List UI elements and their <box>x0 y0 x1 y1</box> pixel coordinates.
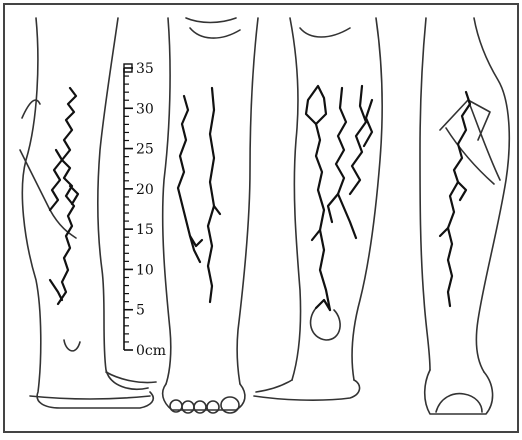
scale-bar: 35 30 25 20 15 10 5 0cm <box>124 61 166 359</box>
scale-tick-label: 0cm <box>136 343 166 359</box>
figure-border <box>4 4 518 432</box>
leg-posterior <box>254 18 382 400</box>
scale-tick-label: 15 <box>136 222 154 238</box>
scale-tick-label: 10 <box>136 262 154 278</box>
scale-tick-label: 35 <box>136 61 154 77</box>
leg-lateral-right <box>420 18 509 414</box>
scale-tick-label: 30 <box>136 101 154 117</box>
veins-lateral-left <box>50 88 78 304</box>
scale-ticks <box>124 68 133 350</box>
scale-tick-label: 20 <box>136 182 154 198</box>
scale-tick-label: 5 <box>136 303 145 319</box>
scale-tick-label: 25 <box>136 142 154 158</box>
veins-anterior <box>178 88 220 302</box>
scale-labels: 35 30 25 20 15 10 5 0cm <box>136 61 166 359</box>
veins-posterior <box>306 86 372 310</box>
